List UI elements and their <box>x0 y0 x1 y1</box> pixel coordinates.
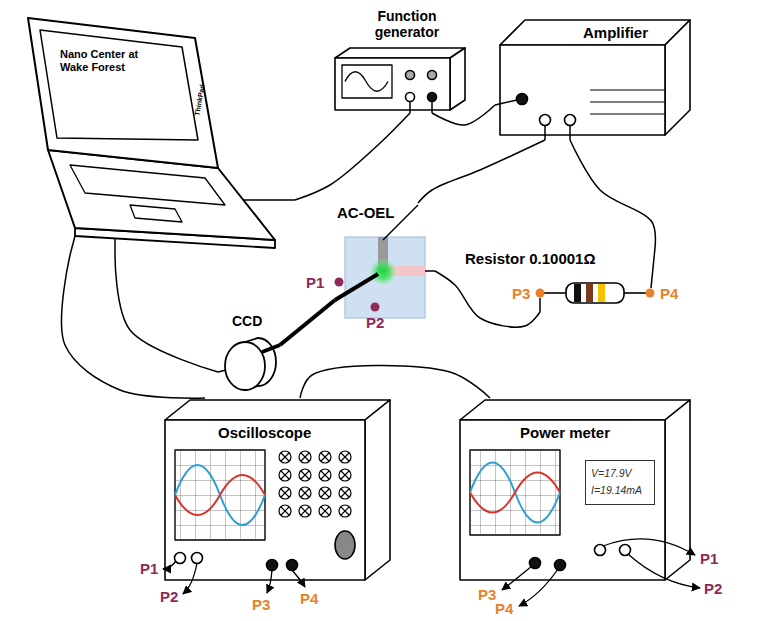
control-knob <box>299 505 311 517</box>
probe-label: P3 <box>478 586 496 603</box>
cable <box>418 140 545 203</box>
control-knob <box>299 451 311 463</box>
cable <box>280 300 335 345</box>
control-knob <box>319 451 331 463</box>
instrument-label: Oscilloscope <box>218 424 311 441</box>
ccd-camera: CCD <box>218 312 280 394</box>
power-meter <box>460 400 690 580</box>
wire-stub <box>70 100 655 372</box>
cable <box>570 140 655 248</box>
device-label: AC-OEL <box>337 204 395 221</box>
reading: I=19.14mA <box>591 484 642 496</box>
control-knob <box>319 487 331 499</box>
probe-label: P2 <box>366 314 384 331</box>
control-knob <box>279 469 291 481</box>
cable <box>432 105 495 125</box>
probe-label: P4 <box>495 600 513 617</box>
ac-oel-device <box>335 237 426 318</box>
control-knob <box>339 487 351 499</box>
cable <box>300 365 490 398</box>
function-generator: Function generator <box>330 6 470 113</box>
control-knob <box>299 469 311 481</box>
control-knob <box>339 505 351 517</box>
control-knob <box>339 469 351 481</box>
ac-oel-device: AC-OEL <box>335 203 435 325</box>
screen-text: Nano Center at Wake Forest <box>60 48 155 73</box>
ccd-camera <box>225 338 276 390</box>
instrument-label: Function generator <box>352 8 462 40</box>
probe-point <box>646 289 655 298</box>
control-knob <box>339 451 351 463</box>
oscilloscope <box>165 400 390 580</box>
probe-label: P1 <box>700 550 718 567</box>
resistor-symbol <box>536 283 655 303</box>
probe-label: P3 <box>252 596 270 613</box>
resistor-label: Resistor 0.10001Ω <box>465 250 595 267</box>
instrument-label: Amplifier <box>583 24 648 41</box>
control-knob <box>319 505 331 517</box>
cable <box>435 271 540 327</box>
function-generator <box>335 48 465 110</box>
probe-leader <box>163 539 700 606</box>
brand-text: ThinkPad <box>193 83 207 118</box>
cable <box>61 255 205 398</box>
cable <box>295 113 410 200</box>
laptop: Nano Center at Wake ForestThinkPad <box>25 15 295 255</box>
probe-label: P1 <box>306 274 324 291</box>
probe-label: P2 <box>704 580 722 597</box>
probe-label: P4 <box>300 590 318 607</box>
control-knob <box>299 487 311 499</box>
meter-display: V=17.9V I=19.14mA <box>585 460 655 505</box>
resistor: Resistor 0.10001Ω <box>465 248 665 312</box>
cable <box>115 255 218 372</box>
control-knob <box>279 451 291 463</box>
power-meter: V=17.9V I=19.14mA Power meter <box>455 398 695 585</box>
probe-label: P3 <box>512 285 530 302</box>
laptop <box>28 18 275 248</box>
camera-label: CCD <box>232 313 262 329</box>
amplifier <box>500 20 690 135</box>
amplifier: Amplifier <box>495 15 695 140</box>
probe-label: P1 <box>140 560 158 577</box>
probe-label: P2 <box>160 588 178 605</box>
control-knob <box>319 469 331 481</box>
instrument-label: Power meter <box>520 424 610 441</box>
control-knob <box>279 505 291 517</box>
probe-point <box>371 303 380 312</box>
probe-point <box>335 278 344 287</box>
oscilloscope: Oscilloscope <box>160 398 395 585</box>
reading: V=17.9V <box>591 467 632 479</box>
probe-label: P4 <box>660 285 678 302</box>
probe-point <box>536 289 545 298</box>
control-knob <box>279 487 291 499</box>
